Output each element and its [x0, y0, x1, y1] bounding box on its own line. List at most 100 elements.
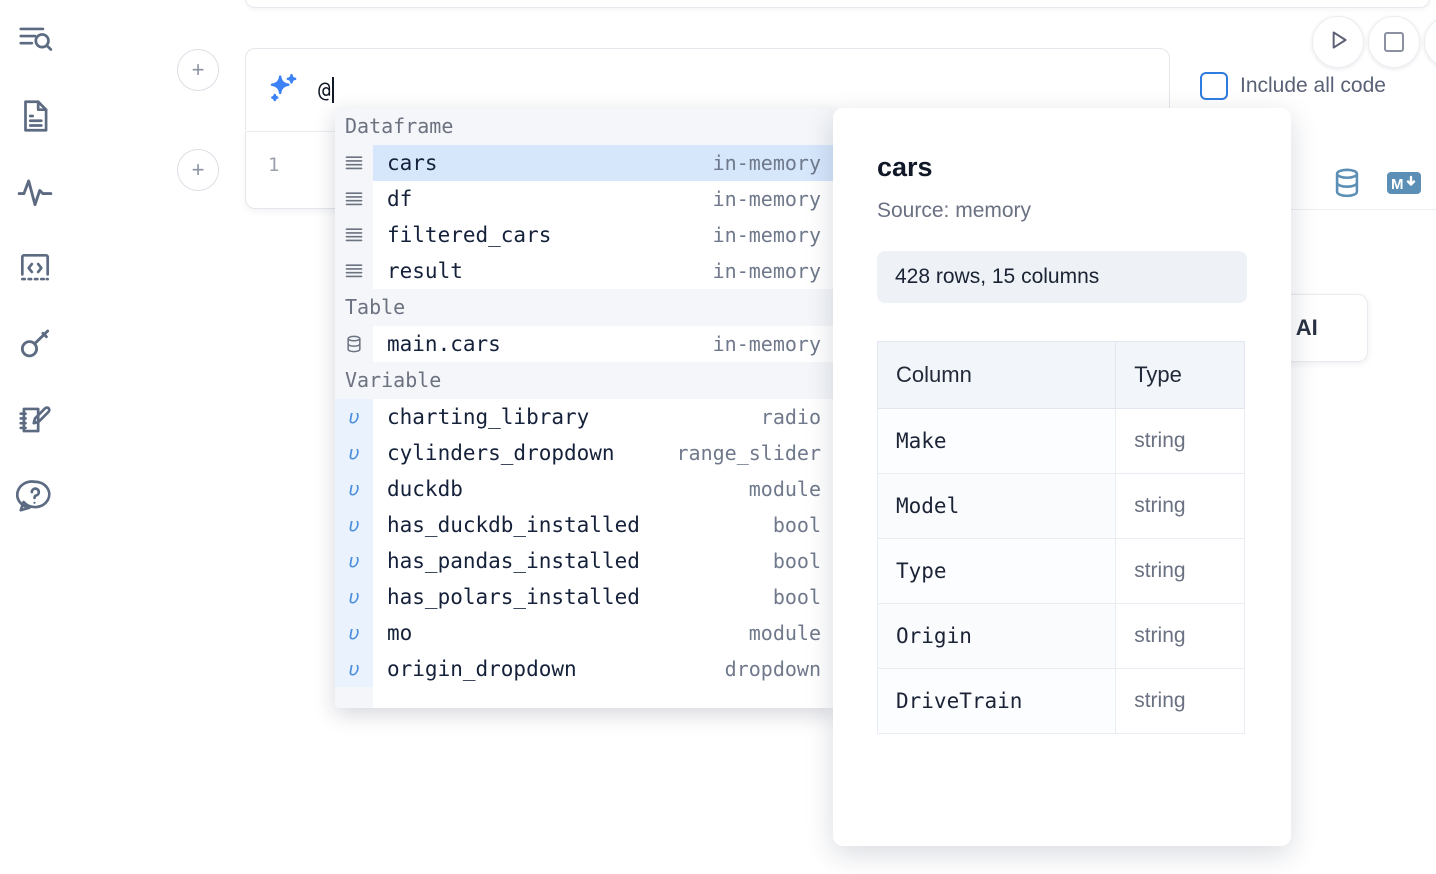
table-cell-type: string — [1115, 538, 1245, 604]
table-cell-column: Origin — [876, 603, 1117, 669]
autocomplete-item-name: has_pandas_installed — [387, 549, 640, 573]
sidebar-item-activity[interactable] — [13, 170, 57, 214]
autocomplete-item[interactable]: υ cylinders_dropdown range_slider — [335, 435, 835, 471]
autocomplete-item[interactable]: main.cars in-memory — [335, 326, 835, 362]
add-cell-button-top[interactable]: + — [177, 49, 219, 91]
autocomplete-item-type: in-memory — [712, 223, 821, 247]
sidebar-rail — [0, 0, 70, 874]
autocomplete-item-type: range_slider — [676, 441, 822, 465]
variable-icon: υ — [335, 471, 373, 507]
table-cell-type: string — [1115, 408, 1245, 474]
plus-icon: + — [191, 157, 205, 182]
sidebar-item-snippets[interactable] — [13, 246, 57, 290]
autocomplete-item-name: has_polars_installed — [387, 585, 640, 609]
autocomplete-item-type: bool — [772, 549, 821, 573]
variable-icon: υ — [335, 543, 373, 579]
autocomplete-item-name: origin_dropdown — [387, 657, 577, 681]
ai-prompt-input[interactable]: @ — [318, 70, 1169, 110]
autocomplete-item-type: bool — [772, 513, 821, 537]
include-all-code-toggle[interactable]: Include all code — [1200, 72, 1386, 100]
sidebar-item-secrets[interactable] — [13, 322, 57, 366]
outline-search-icon — [16, 21, 54, 59]
autocomplete-item-type: module — [748, 477, 821, 501]
autocomplete-item-type: in-memory — [712, 332, 821, 356]
sidebar-item-explore[interactable] — [13, 18, 57, 62]
activity-pulse-icon — [16, 173, 54, 211]
autocomplete-item[interactable]: filtered_cars in-memory — [335, 217, 835, 253]
include-all-code-label: Include all code — [1240, 74, 1386, 97]
autocomplete-item-name: duckdb — [387, 477, 463, 501]
autocomplete-item-name: filtered_cars — [387, 223, 552, 247]
autocomplete-item-type: module — [748, 621, 821, 645]
autocomplete-item-name: charting_library — [387, 405, 590, 429]
sparkle-icon — [266, 73, 300, 107]
autocomplete-item-name: main.cars — [387, 332, 501, 356]
autocomplete-item-type: in-memory — [712, 151, 821, 175]
detail-title: cars — [877, 152, 933, 182]
dataframe-icon — [335, 145, 373, 181]
sidebar-item-files[interactable] — [13, 94, 57, 138]
table-column-header: Type — [1115, 341, 1245, 409]
markdown-icon[interactable]: M — [1386, 170, 1422, 201]
add-cell-button-bottom[interactable]: + — [177, 149, 219, 191]
variable-icon: υ — [335, 507, 373, 543]
autocomplete-item-name: cylinders_dropdown — [387, 441, 615, 465]
table-cell-column: Type — [876, 538, 1117, 604]
table-cell-column: Make — [876, 408, 1117, 474]
autocomplete-group-header: Dataframe — [335, 108, 835, 145]
autocomplete-item-type: in-memory — [712, 187, 821, 211]
autocomplete-item-type: dropdown — [724, 657, 821, 681]
ai-prompt-value: @ — [318, 77, 331, 102]
key-icon — [16, 325, 54, 363]
previous-cell-edge — [245, 0, 1430, 8]
sidebar-item-scratchpad[interactable] — [13, 398, 57, 442]
autocomplete-item-name: mo — [387, 621, 413, 645]
include-all-code-checkbox[interactable] — [1200, 72, 1228, 100]
notebook-edit-icon — [16, 401, 54, 439]
table-cell-type: string — [1115, 668, 1245, 734]
svg-text:M: M — [1391, 176, 1404, 193]
line-number: 1 — [268, 154, 280, 176]
dataframe-icon — [335, 253, 373, 289]
variable-icon: υ — [335, 399, 373, 435]
dataframe-icon — [335, 181, 373, 217]
autocomplete-item[interactable]: υ origin_dropdown dropdown — [335, 651, 835, 687]
autocomplete-group-header: Variable — [335, 362, 835, 399]
sidebar-item-help[interactable] — [13, 474, 57, 518]
detail-source: Source: memory — [877, 199, 1032, 222]
run-button[interactable] — [1312, 16, 1364, 68]
dataframe-detail-popover: cars Source: memory 428 rows, 15 columns… — [833, 108, 1291, 846]
plus-icon: + — [191, 57, 205, 82]
text-caret — [331, 76, 334, 103]
autocomplete-item-type: bool — [772, 585, 821, 609]
help-chat-icon — [16, 477, 54, 515]
variable-icon: υ — [335, 615, 373, 651]
autocomplete-item-type: in-memory — [712, 259, 821, 283]
table-cell-column: DriveTrain — [876, 668, 1117, 734]
database-icon[interactable] — [1330, 166, 1364, 205]
dataframe-icon — [335, 217, 373, 253]
stop-button[interactable] — [1368, 16, 1420, 68]
variable-icon: υ — [335, 651, 373, 687]
table-database-icon — [335, 326, 373, 362]
table-column-header: Column — [876, 341, 1117, 409]
variable-icon: υ — [335, 435, 373, 471]
autocomplete-item[interactable]: υ has_pandas_installed bool — [335, 543, 835, 579]
